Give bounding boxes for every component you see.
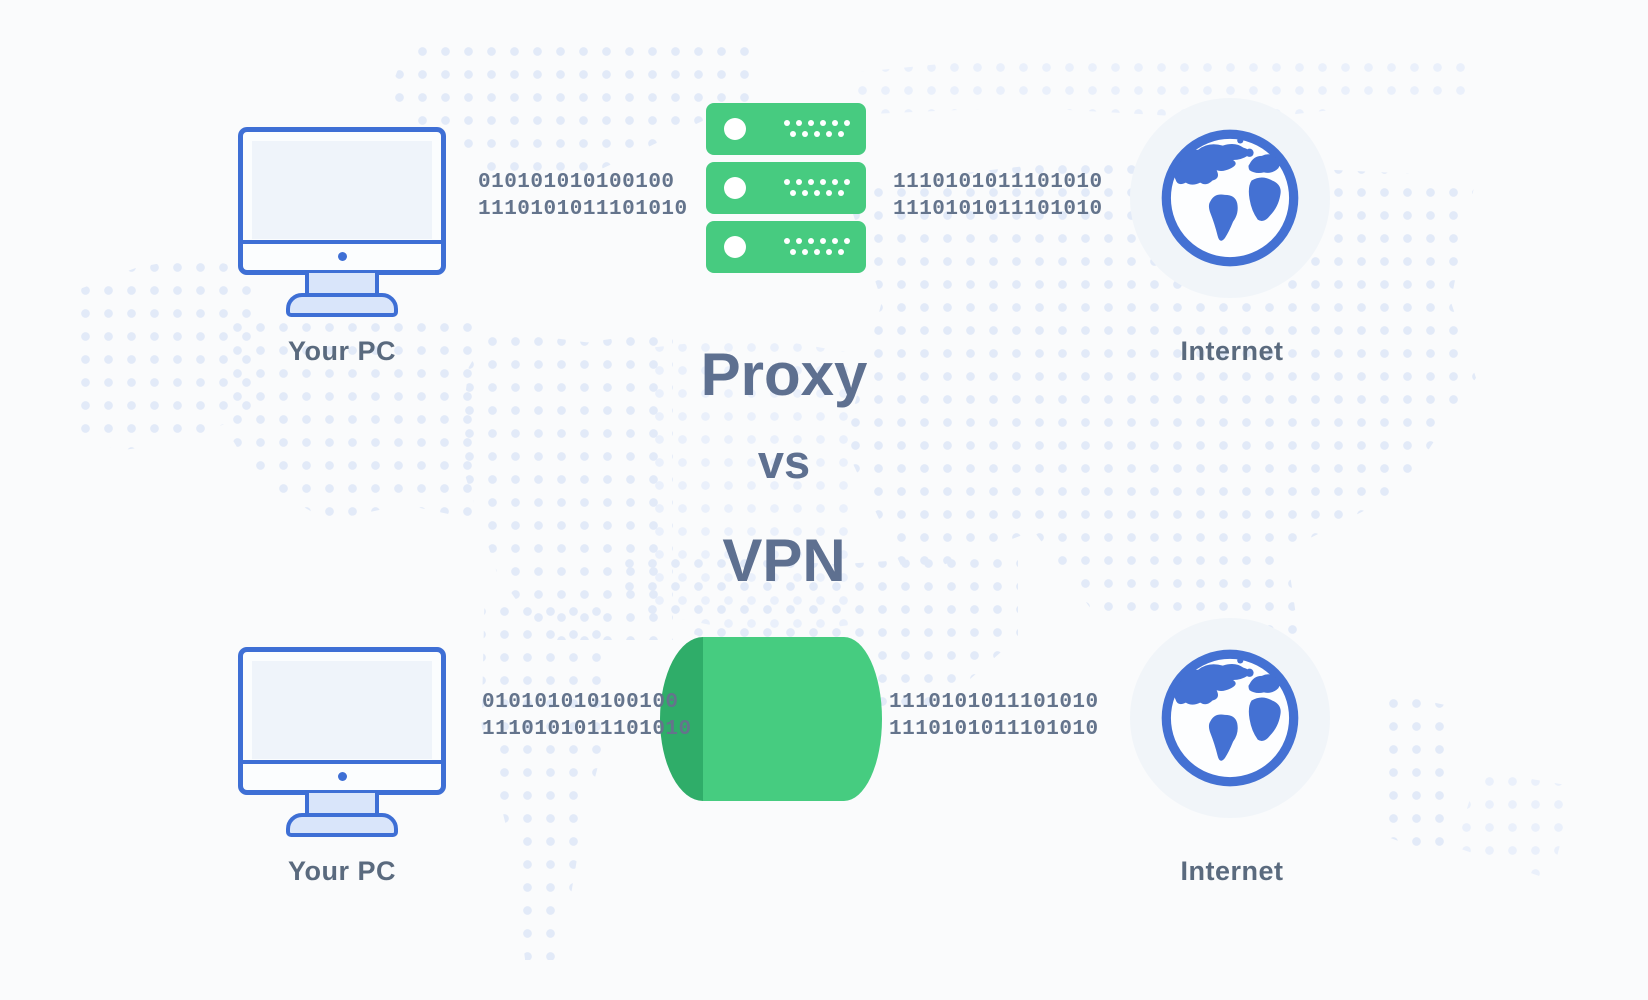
server-grille: [784, 238, 850, 260]
server-unit: [706, 103, 866, 155]
globe-graphic: [1161, 129, 1299, 267]
server-unit: [706, 162, 866, 214]
monitor-icon: [238, 127, 446, 317]
title-vs: vs: [757, 435, 811, 488]
internet-label: Internet: [1180, 336, 1284, 366]
monitor-power-led: [337, 772, 347, 781]
binary-line: 010101010100100: [482, 691, 679, 714]
globe-graphic: [1161, 649, 1299, 787]
binary-line: 010101010100100: [478, 171, 675, 194]
monitor-glass: [252, 141, 432, 239]
server-led: [724, 177, 746, 199]
server-unit: [706, 221, 866, 273]
outgoing-binary-stream: 010101010100100 1110101011101010: [482, 689, 692, 743]
binary-line: 1110101011101010: [893, 171, 1103, 194]
world-map-dots: [828, 56, 1468, 120]
binary-line: 1110101011101010: [889, 691, 1099, 714]
monitor-screen: [238, 647, 446, 795]
monitor-glass: [252, 661, 432, 759]
title-vpn: VPN: [722, 527, 846, 594]
globe-icon: [1130, 98, 1330, 298]
world-map-dots: [481, 600, 615, 960]
monitor-chin-divider: [243, 240, 441, 244]
server-led: [724, 118, 746, 140]
server-grille: [784, 120, 850, 142]
incoming-binary-stream: 1110101011101010 1110101011101010: [893, 169, 1103, 223]
monitor-screen: [238, 127, 446, 275]
binary-line: 1110101011101010: [889, 718, 1099, 741]
monitor-stand-foot: [286, 293, 398, 317]
server-led: [724, 236, 746, 258]
tunnel-body: [703, 637, 882, 801]
monitor-power-led: [337, 252, 347, 261]
binary-line: 1110101011101010: [478, 198, 688, 221]
world-map-dots: [1382, 692, 1448, 860]
binary-line: 1110101011101010: [482, 718, 692, 741]
binary-line: 1110101011101010: [893, 198, 1103, 221]
incoming-binary-stream: 1110101011101010 1110101011101010: [889, 689, 1099, 743]
pc-label: Your PC: [287, 856, 396, 886]
world-map-dots: [74, 256, 252, 451]
monitor-chin-divider: [243, 760, 441, 764]
server-stack-icon: [706, 103, 866, 280]
monitor-icon: [238, 647, 446, 837]
monitor-stand-foot: [286, 813, 398, 837]
globe-icon: [1130, 618, 1330, 818]
title-proxy: Proxy: [700, 341, 868, 408]
tunnel-icon: [660, 637, 882, 801]
outgoing-binary-stream: 010101010100100 1110101011101010: [478, 169, 688, 223]
server-grille: [784, 179, 850, 201]
pc-label: Your PC: [287, 336, 396, 366]
world-map-dots: [1455, 770, 1575, 880]
internet-label: Internet: [1180, 856, 1284, 886]
